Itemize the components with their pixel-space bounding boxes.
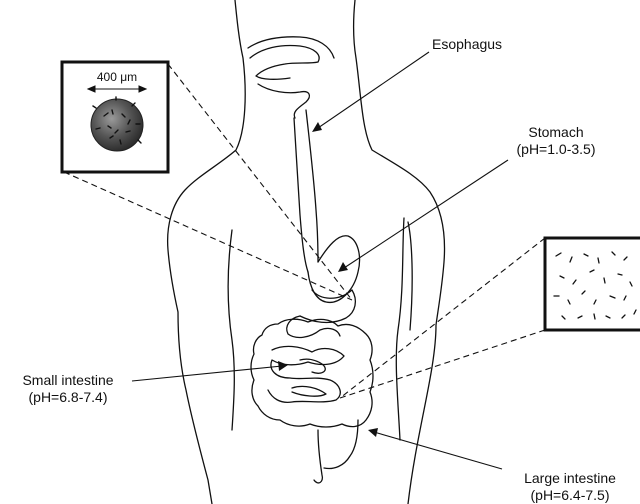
zoom-line-left-bottom [64, 172, 352, 300]
stomach-label-group: Stomach (pH=1.0-3.5) [498, 124, 614, 158]
esophagus-arrowhead [312, 122, 322, 132]
esophagus-pointer [318, 52, 429, 128]
small-intestine-arrowhead [278, 361, 288, 371]
large-intestine-label-group: Large intestine (pH=6.4-7.5) [504, 470, 636, 504]
capsule-scale-label: 400 μm [84, 70, 150, 84]
bacteria-inset-box [545, 238, 640, 330]
stomach-ph-label: (pH=1.0-3.5) [498, 141, 614, 158]
large-intestine-label: Large intestine [504, 470, 636, 487]
left-arm [228, 230, 234, 430]
small-intestine-label-group: Small intestine (pH=6.8-7.4) [4, 372, 132, 406]
body-outline-left [168, 0, 246, 504]
zoom-line-right-top [340, 238, 545, 398]
esophagus-tube [294, 118, 308, 272]
capsule-sphere [91, 99, 143, 151]
nasal-cavity [250, 46, 319, 80]
small-intestine-coil-3 [300, 359, 325, 373]
esophagus-label: Esophagus [432, 36, 502, 53]
small-intestine-ph-label: (pH=6.8-7.4) [4, 389, 132, 406]
oral-cavity [258, 84, 309, 118]
large-intestine-pointer [374, 432, 502, 469]
stomach-pointer [344, 160, 508, 268]
small-intestine-pointer [132, 366, 282, 381]
small-intestine-label: Small intestine [4, 372, 132, 389]
small-intestine-organ [268, 346, 344, 402]
neck-inner [248, 37, 334, 58]
large-intestine-arrowhead [368, 428, 378, 437]
rectum [314, 430, 322, 483]
large-intestine-ph-label: (pH=6.4-7.5) [504, 487, 636, 504]
right-arm-outer [408, 222, 412, 330]
esophagus-tube-right [306, 110, 318, 262]
zoom-line-left-top [168, 64, 352, 300]
stomach-label: Stomach [498, 124, 614, 141]
right-arm [396, 218, 404, 440]
stomach-fold [300, 290, 355, 322]
small-intestine-coil-2 [292, 386, 326, 396]
